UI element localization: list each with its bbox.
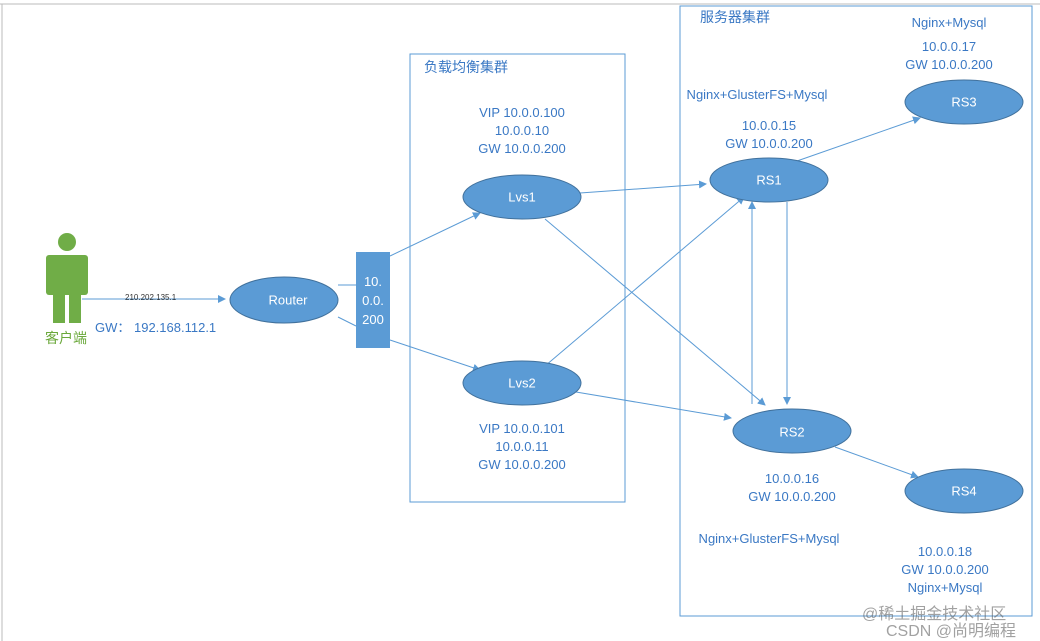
rs1-ip: 10.0.0.15 — [741, 118, 797, 133]
rs2-node — [732, 408, 852, 454]
lvs1-label: Lvs1 — [508, 189, 536, 205]
client-label: 客户端 — [45, 330, 87, 346]
rs2-ip: 10.0.0.16 — [764, 471, 820, 486]
lvs1-node — [462, 174, 582, 220]
lvs1-ip: 10.0.0.10 — [494, 123, 550, 138]
connections — [82, 116, 921, 479]
rs3-info: Nginx+Mysql 10.0.0.17 GW 10.0.0.200 — [905, 14, 992, 74]
rs2-gw: GW 10.0.0.200 — [748, 489, 836, 504]
watermark-line1: @稀土掘金技术社区 — [862, 606, 1007, 623]
client-link-ip: 210.202.135.1 — [125, 293, 177, 302]
rs4-node — [904, 468, 1024, 514]
lvs2-label: Lvs2 — [508, 375, 536, 391]
rs3-role: Nginx+Mysql — [911, 15, 987, 30]
lvs1-vip: VIP 10.0.0.100 — [479, 105, 565, 120]
switch-line: 200 — [362, 312, 384, 327]
client-gw: GW： 192.168.112.1 — [95, 320, 217, 335]
lvs1-info: VIP 10.0.0.100 10.0.0.10 GW 10.0.0.200 — [478, 104, 565, 158]
rs2-label: RS2 — [779, 424, 805, 440]
router-node — [229, 276, 339, 324]
rs4-label: RS4 — [951, 483, 977, 499]
switch-box — [356, 252, 390, 348]
lvs2-gw: GW 10.0.0.200 — [478, 457, 566, 472]
lb-cluster-title: 负载均衡集群 — [424, 59, 508, 75]
server-cluster-title: 服务器集群 — [700, 9, 770, 25]
lvs1-gw: GW 10.0.0.200 — [478, 141, 566, 156]
lvs2-node — [462, 360, 582, 406]
rs1-gw: GW 10.0.0.200 — [725, 136, 813, 151]
server-cluster-box — [679, 5, 1033, 617]
rs1-role: Nginx+GlusterFS+Mysql — [686, 87, 828, 102]
rs3-label: RS3 — [951, 94, 977, 110]
rs1-node — [709, 157, 829, 203]
rs1-info: 10.0.0.15 GW 10.0.0.200 — [725, 117, 812, 153]
rs4-info: 10.0.0.18 GW 10.0.0.200 Nginx+Mysql — [901, 543, 988, 597]
rs3-node — [904, 79, 1024, 125]
rs4-role: Nginx+Mysql — [907, 580, 983, 595]
lvs2-info: VIP 10.0.0.101 10.0.0.11 GW 10.0.0.200 — [478, 420, 565, 474]
switch-line: 0.0. — [362, 293, 384, 308]
watermark-line2: CSDN @尚明编程 — [886, 623, 1017, 640]
client-person-icon — [46, 233, 88, 323]
switch-line: 10. — [363, 274, 383, 289]
rs1-label: RS1 — [756, 172, 782, 188]
rs4-gw: GW 10.0.0.200 — [901, 562, 989, 577]
lb-cluster-box — [409, 53, 626, 503]
rs3-gw: GW 10.0.0.200 — [905, 57, 993, 72]
lvs2-ip: 10.0.0.11 — [495, 439, 549, 454]
rs4-ip: 10.0.0.18 — [917, 544, 973, 559]
switch-label: 10. 0.0. 200 — [356, 272, 390, 329]
rs2-info: 10.0.0.16 GW 10.0.0.200 — [748, 470, 835, 506]
lvs2-vip: VIP 10.0.0.101 — [479, 421, 565, 436]
router-label: Router — [268, 292, 308, 308]
rs2-role: Nginx+GlusterFS+Mysql — [698, 531, 840, 546]
rs3-ip: 10.0.0.17 — [921, 39, 977, 54]
